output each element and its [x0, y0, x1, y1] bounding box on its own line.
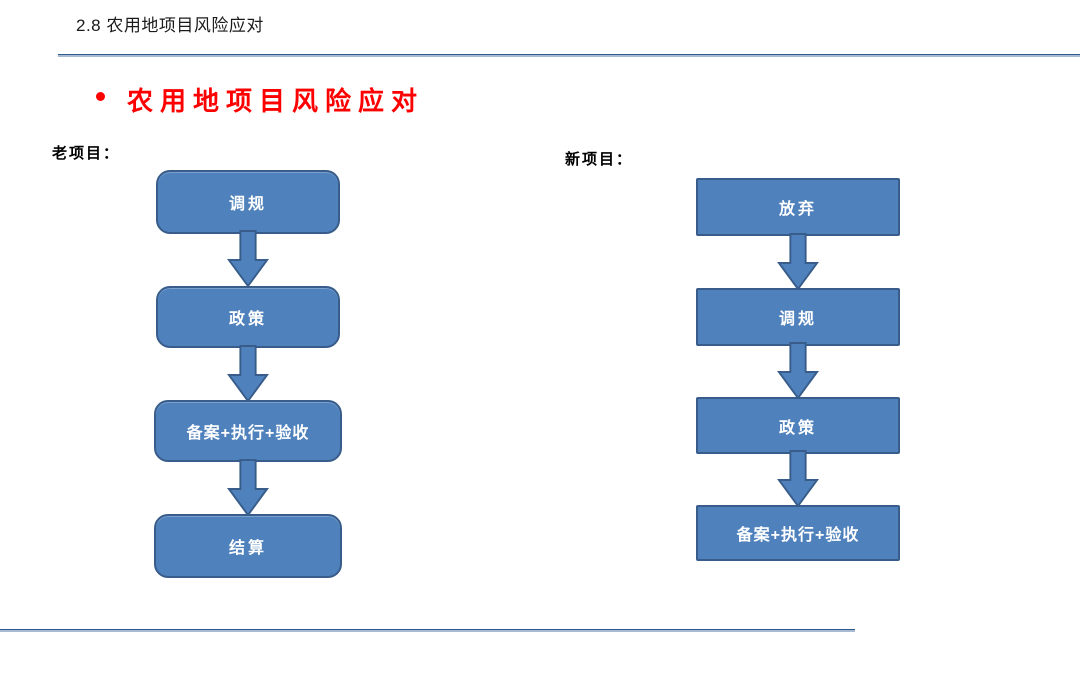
flow-step-new-2: 调规: [696, 288, 900, 346]
header-divider-line: [58, 54, 1080, 57]
section-heading: 农用地项目风险应对: [127, 86, 425, 116]
down-arrow-icon: [777, 233, 819, 291]
flow-step-new-4: 备案+执行+验收: [696, 505, 900, 561]
down-arrow-icon: [227, 345, 269, 403]
flow-step-old-1: 调规: [156, 170, 340, 234]
down-arrow-icon: [227, 230, 269, 288]
old-project-label: 老项目：: [52, 145, 121, 162]
page-title: 2.8 农用地项目风险应对: [76, 16, 264, 35]
new-project-label: 新项目：: [565, 151, 634, 168]
flow-step-old-3: 备案+执行+验收: [154, 400, 342, 462]
down-arrow-icon: [777, 450, 819, 508]
flow-step-new-3: 政策: [696, 397, 900, 454]
footer-divider-line: [0, 629, 855, 632]
bullet-icon: [96, 92, 105, 101]
flow-step-old-2: 政策: [156, 286, 340, 348]
flow-step-old-4: 结算: [154, 514, 342, 578]
down-arrow-icon: [227, 459, 269, 517]
down-arrow-icon: [777, 342, 819, 400]
flow-step-new-1: 放弃: [696, 178, 900, 236]
